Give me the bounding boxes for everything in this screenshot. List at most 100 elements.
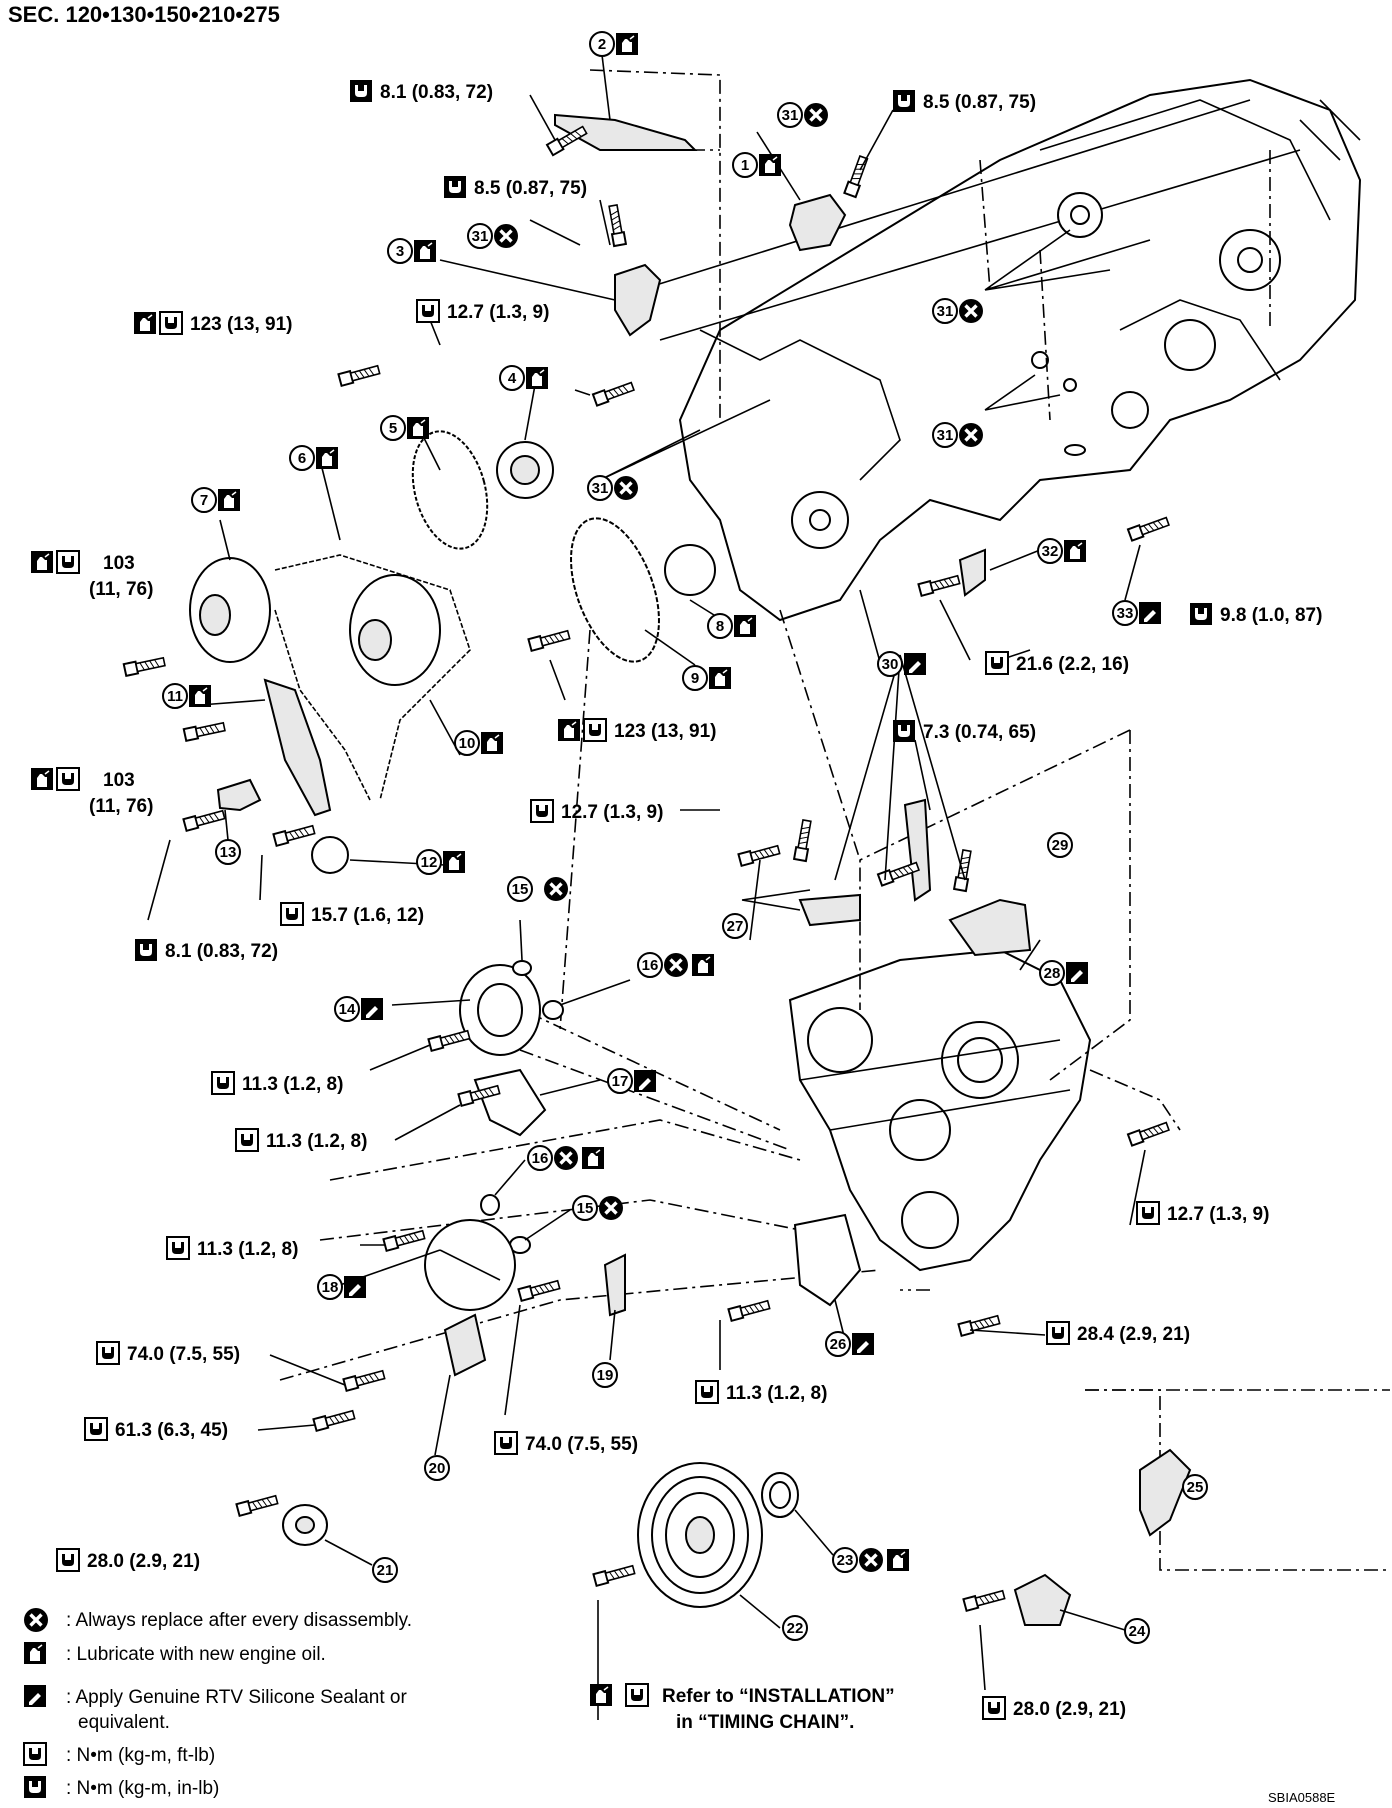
svg-text:31: 31 — [472, 228, 489, 245]
svg-text:1: 1 — [741, 157, 749, 174]
svg-text:15: 15 — [577, 1200, 594, 1217]
svg-text:74.0 (7.5, 55): 74.0 (7.5, 55) — [525, 1434, 638, 1455]
torque-callout: 21.6 (2.2, 16) — [985, 651, 1129, 675]
torque-callout: 74.0 (7.5, 55) — [96, 1341, 240, 1365]
torque-callout: 9.8 (1.0, 87) — [1190, 603, 1322, 626]
svg-text:27: 27 — [727, 918, 744, 935]
part-23: 23 — [832, 1546, 910, 1574]
legend-torque-ftlb: : N•m (kg-m, ft-lb) — [23, 1742, 215, 1766]
part-31-a: 31 — [777, 101, 830, 129]
svg-text:24: 24 — [1129, 1623, 1146, 1640]
part-20: 20 — [424, 1455, 450, 1481]
part-33: 33 — [1112, 600, 1161, 626]
svg-text:16: 16 — [642, 957, 659, 974]
svg-text:12.7 (1.3, 9): 12.7 (1.3, 9) — [447, 302, 549, 323]
svg-text:16: 16 — [532, 1150, 549, 1167]
legend-torque-inlb: : N•m (kg-m, in-lb) — [24, 1776, 219, 1799]
section-title: SEC. 120•130•150•210•275 — [8, 2, 280, 27]
torque-callout: 8.1 (0.83, 72) — [135, 939, 278, 962]
svg-text:19: 19 — [597, 1367, 614, 1384]
part-4: 4 — [499, 365, 549, 391]
svg-text:33: 33 — [1117, 605, 1134, 622]
svg-text:9: 9 — [691, 670, 699, 687]
svg-text:31: 31 — [782, 107, 799, 124]
part-31-d: 31 — [932, 421, 985, 449]
torque-callout: 11.3 (1.2, 8) — [166, 1236, 298, 1260]
part-13: 13 — [215, 839, 241, 865]
svg-text:31: 31 — [937, 427, 954, 444]
svg-text:12: 12 — [421, 854, 438, 871]
torque-callout: 12.7 (1.3, 9) — [530, 799, 663, 823]
part-26: 26 — [825, 1331, 874, 1357]
svg-text:14: 14 — [339, 1001, 356, 1018]
svg-text:7: 7 — [200, 492, 208, 509]
part-15-b: 15 — [572, 1194, 625, 1222]
torque-callout: 12.7 (1.3, 9) — [1136, 1201, 1269, 1225]
svg-text:: N•m (kg-m, ft-lb): : N•m (kg-m, ft-lb) — [66, 1745, 215, 1766]
svg-text:11.3 (1.2, 8): 11.3 (1.2, 8) — [242, 1074, 343, 1095]
svg-text:12.7 (1.3, 9): 12.7 (1.3, 9) — [561, 802, 663, 823]
part-28: 28 — [1039, 960, 1088, 986]
svg-text:: Always replace after every d: : Always replace after every disassembly… — [66, 1610, 412, 1631]
torque-callout: 74.0 (7.5, 55) — [494, 1431, 638, 1455]
svg-text:8.1 (0.83, 72): 8.1 (0.83, 72) — [380, 82, 493, 103]
svg-text:15: 15 — [512, 881, 529, 898]
svg-text:20: 20 — [429, 1460, 446, 1477]
svg-text:9.8 (1.0, 87): 9.8 (1.0, 87) — [1220, 605, 1322, 626]
svg-text:22: 22 — [787, 1620, 804, 1637]
svg-text:10: 10 — [459, 735, 476, 752]
svg-text:28: 28 — [1044, 965, 1061, 982]
svg-text:3: 3 — [396, 243, 404, 260]
svg-text:: Lubricate with new engine oi: : Lubricate with new engine oil. — [66, 1644, 326, 1665]
part-1: 1 — [732, 152, 782, 178]
svg-text:8.1 (0.83, 72): 8.1 (0.83, 72) — [165, 941, 278, 962]
part-7: 7 — [191, 487, 241, 513]
svg-text:26: 26 — [830, 1336, 847, 1353]
part-2: 2 — [589, 31, 639, 57]
svg-text:103: 103 — [103, 553, 135, 574]
torque-callout: 28.0 (2.9, 21) — [982, 1696, 1126, 1720]
part-11: 11 — [162, 683, 212, 709]
part-16-a: 16 — [637, 951, 715, 979]
torque-callout: 103(11, 76) — [30, 550, 153, 600]
svg-text:in “TIMING CHAIN”.: in “TIMING CHAIN”. — [676, 1712, 854, 1733]
svg-text:equivalent.: equivalent. — [78, 1712, 170, 1733]
part-17: 17 — [607, 1068, 656, 1094]
torque-callout: 28.0 (2.9, 21) — [56, 1548, 200, 1572]
part-32: 32 — [1037, 538, 1087, 564]
svg-text:29: 29 — [1052, 837, 1069, 854]
svg-text:31: 31 — [937, 303, 954, 320]
svg-text:8.5 (0.87, 75): 8.5 (0.87, 75) — [923, 92, 1036, 113]
part-31-b: 31 — [467, 222, 520, 250]
part-8: 8 — [707, 613, 757, 639]
part-number-labels: 2 31 1 31 3 31 4 5 31 6 31 7 32 8 33 30 … — [162, 31, 1208, 1644]
torque-callout: 11.3 (1.2, 8) — [235, 1128, 367, 1152]
svg-text:21.6 (2.2, 16): 21.6 (2.2, 16) — [1016, 654, 1129, 675]
torque-callout: 61.3 (6.3, 45) — [84, 1417, 228, 1441]
torque-callout: 7.3 (0.74, 65) — [893, 720, 1036, 743]
svg-text:30: 30 — [882, 656, 899, 673]
torque-callout: 8.5 (0.87, 75) — [893, 90, 1036, 113]
part-12: 12 — [416, 849, 466, 875]
torque-callout: 8.1 (0.83, 72) — [350, 80, 493, 103]
engine-block-illustration — [639, 78, 1362, 622]
svg-text:: N•m (kg-m, in-lb): : N•m (kg-m, in-lb) — [66, 1778, 219, 1799]
svg-text:31: 31 — [592, 480, 609, 497]
svg-text:28.0 (2.9, 21): 28.0 (2.9, 21) — [1013, 1699, 1126, 1720]
svg-text:74.0 (7.5, 55): 74.0 (7.5, 55) — [127, 1344, 240, 1365]
svg-text:21: 21 — [377, 1562, 394, 1579]
svg-text:32: 32 — [1042, 543, 1059, 560]
part-15-a: 15 — [507, 875, 570, 903]
torque-callout: 28.4 (2.9, 21) — [1046, 1321, 1190, 1345]
legend-sealant: : Apply Genuine RTV Silicone Sealant ore… — [24, 1685, 407, 1733]
part-6: 6 — [289, 445, 339, 471]
leader-lines — [147, 54, 1201, 1720]
part-24: 24 — [1124, 1618, 1150, 1644]
svg-text:11.3 (1.2, 8): 11.3 (1.2, 8) — [726, 1383, 827, 1404]
part-14: 14 — [334, 996, 383, 1022]
svg-text:28.4 (2.9, 21): 28.4 (2.9, 21) — [1077, 1324, 1190, 1345]
svg-text:18: 18 — [322, 1279, 339, 1296]
svg-text:123 (13, 91): 123 (13, 91) — [614, 721, 716, 742]
part-29: 29 — [1047, 832, 1073, 858]
svg-text:123 (13, 91): 123 (13, 91) — [190, 314, 292, 335]
